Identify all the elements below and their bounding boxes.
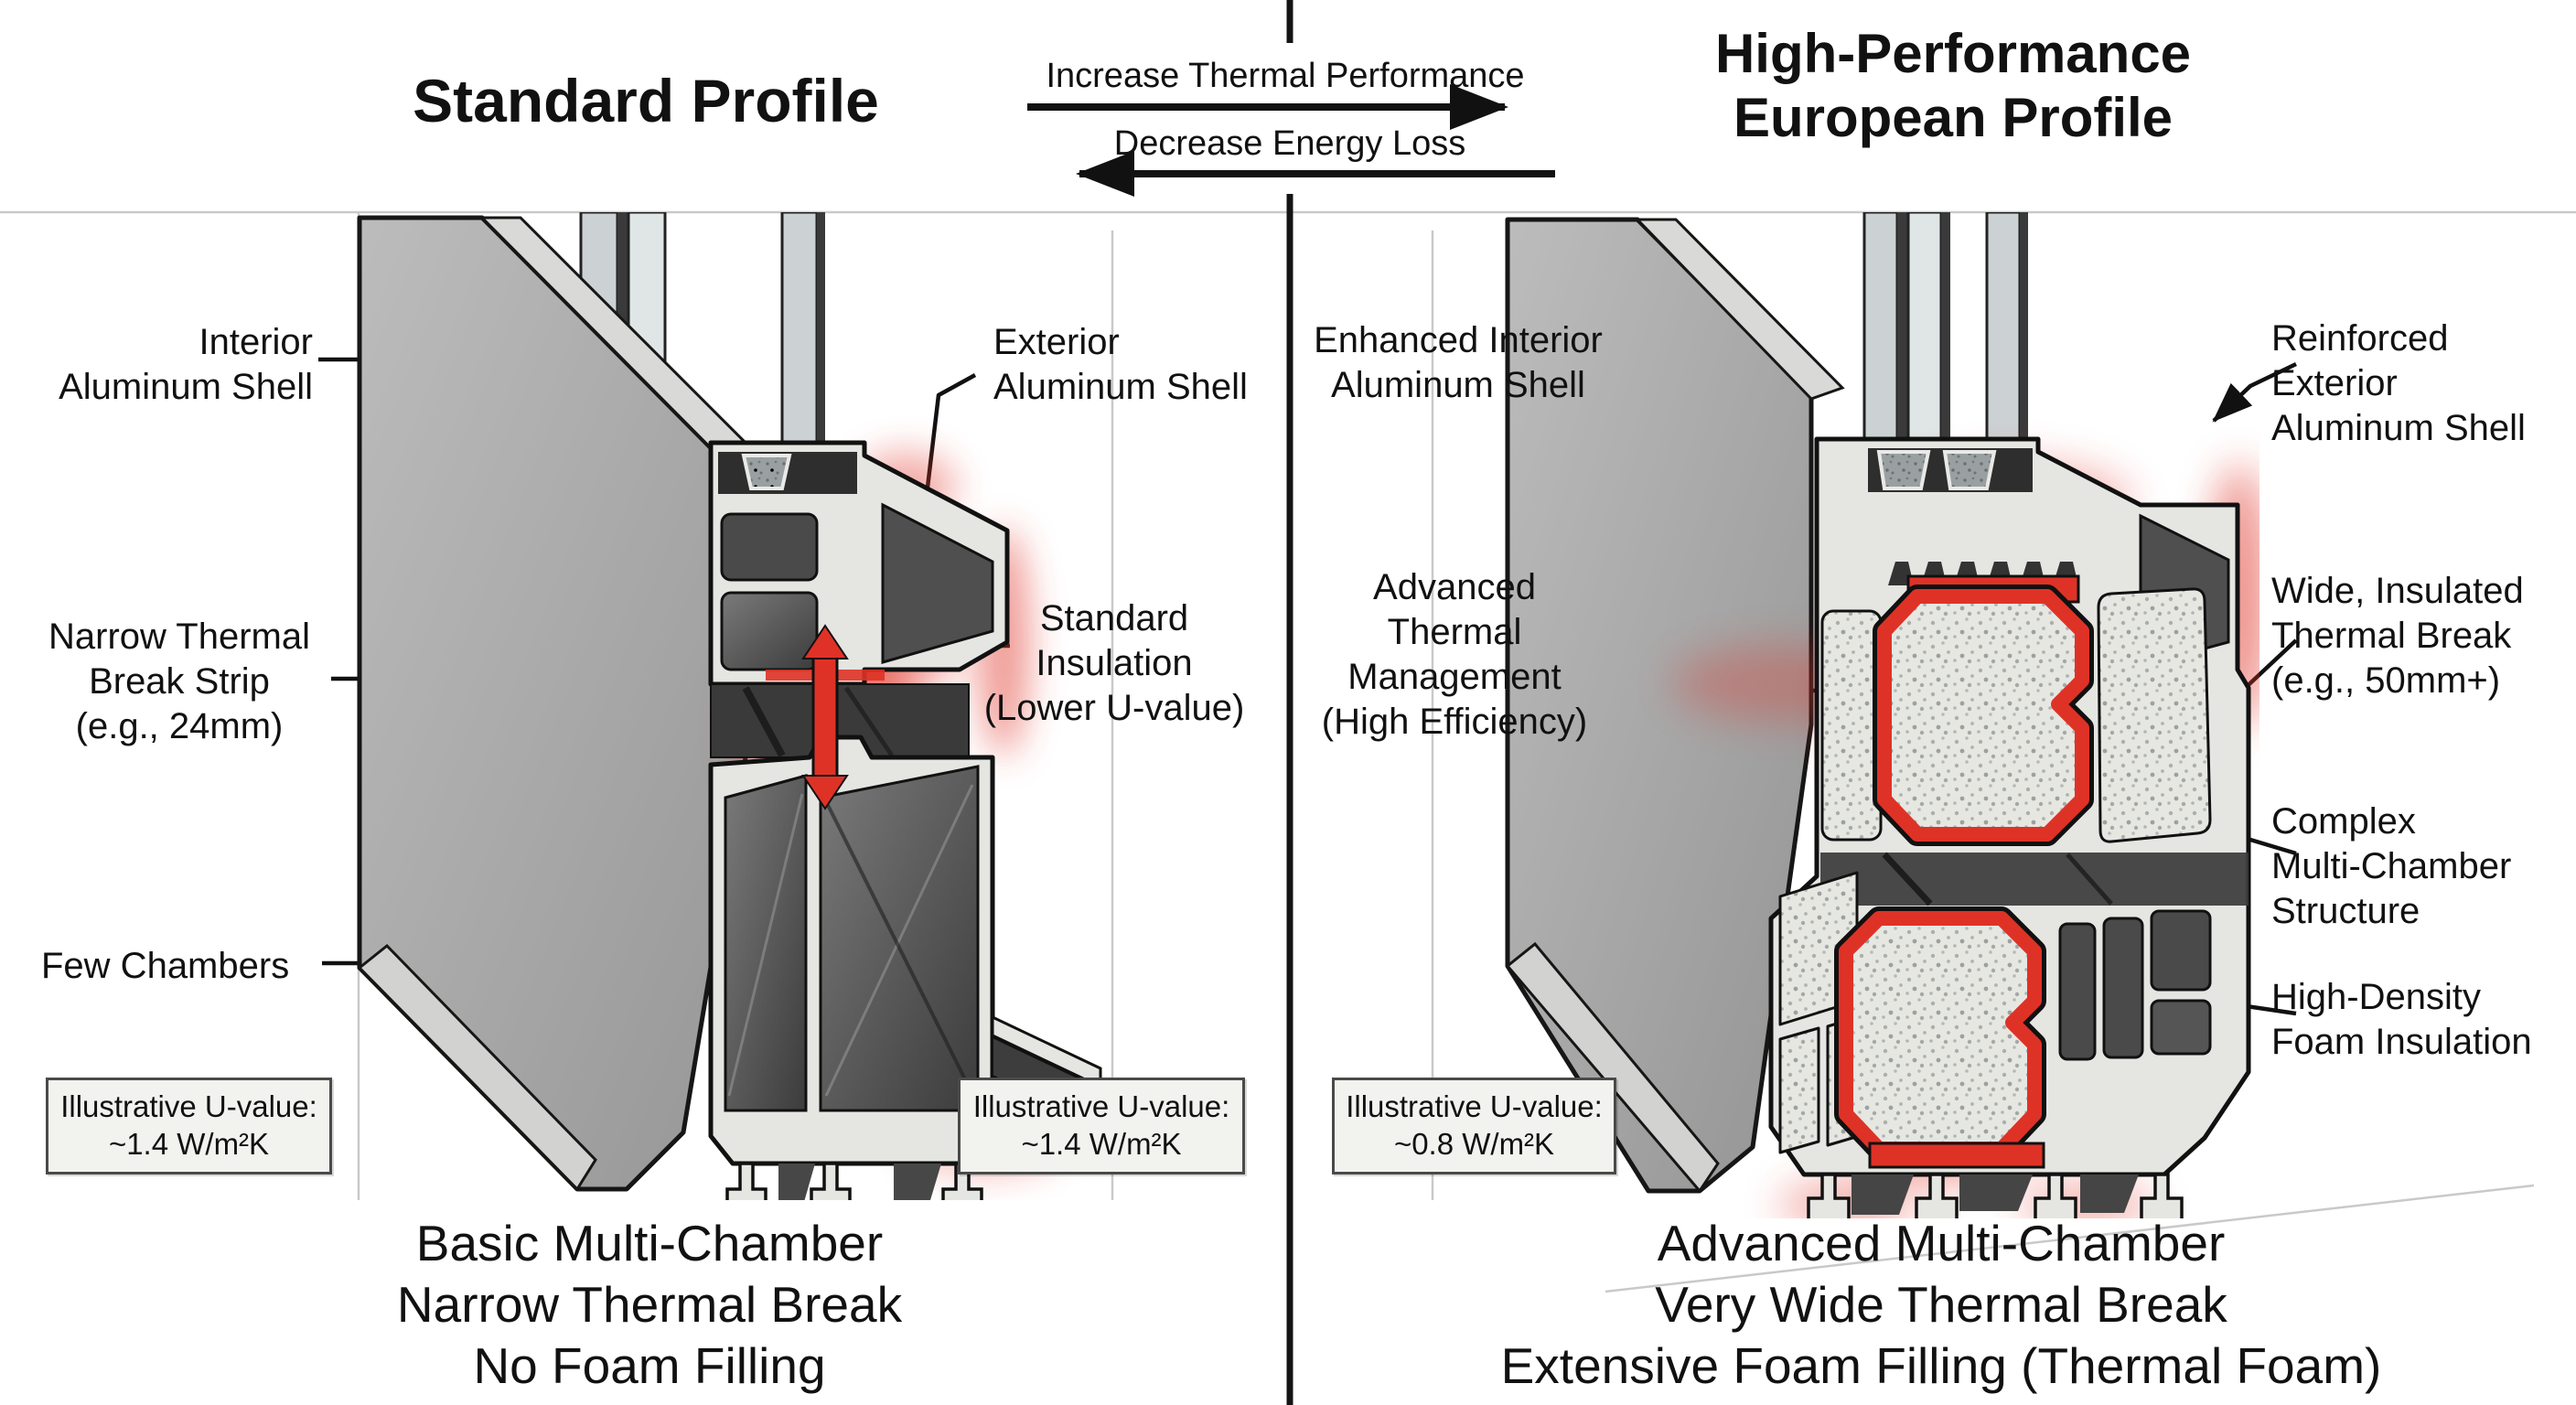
callout-exterior-shell-right [2212, 361, 2297, 423]
sash-section [708, 440, 1010, 687]
label-narrow-thermal-break: Narrow Thermal Break Strip (e.g., 24mm) [48, 617, 310, 746]
label-enhanced-interior-shell: Enhanced Interior Aluminum Shell [1314, 320, 1603, 405]
enhanced-interior-shell-slab [1505, 217, 1845, 1194]
label-interior-shell: Interior Aluminum Shell [59, 322, 313, 407]
joint-band [1820, 853, 2249, 906]
comparison-arrows [1027, 84, 1555, 197]
right-caption: Advanced Multi-Chamber Very Wide Thermal… [1500, 1215, 2382, 1394]
label-complex-multi-chamber: Complex Multi-Chamber Structure [2271, 801, 2512, 931]
standard-profile-illustration [357, 212, 1102, 1200]
label-few-chambers: Few Chambers [41, 946, 290, 986]
thermal-break-strip [766, 624, 885, 820]
foam-cell-upper-right [2097, 587, 2212, 843]
small-chambers-right [2058, 909, 2212, 1061]
wide-thermal-break-lower [1834, 906, 2046, 1169]
european-profile-illustration [1505, 212, 2259, 1218]
uvalue-box-middle: Illustrative U-value: ~1.4 W/m²K [958, 1078, 1245, 1174]
left-caption: Basic Multi-Chamber Narrow Thermal Break… [396, 1215, 903, 1394]
label-advanced-thermal-mgmt: Advanced Thermal Management (High Effici… [1321, 567, 1588, 742]
foam-cell-upper-left [1820, 609, 1883, 842]
label-exterior-shell: Exterior Aluminum Shell [993, 322, 1248, 407]
frame-feet [1807, 1173, 2184, 1218]
label-standard-insulation: Standard Insulation (Lower U-value) [983, 598, 1245, 728]
left-title: Standard Profile [413, 67, 879, 134]
frame-section [708, 735, 995, 1200]
uvalue-box-left: Illustrative U-value: ~1.4 W/m²K [46, 1078, 332, 1174]
interior-shell-slab [357, 215, 785, 1192]
label-reinforced-exterior-shell: Reinforced Exterior Aluminum Shell [2271, 318, 2526, 448]
decrease-arrow-label: Decrease Energy Loss [1113, 124, 1466, 163]
right-title: High-Performance European Profile [1714, 23, 2192, 148]
label-wide-thermal-break: Wide, Insulated Thermal Break (e.g., 50m… [2271, 571, 2524, 701]
wide-thermal-break-upper [1873, 574, 2094, 846]
uvalue-box-right: Illustrative U-value: ~0.8 W/m²K [1332, 1078, 1616, 1174]
increase-arrow-label: Increase Thermal Performance [1046, 57, 1525, 95]
label-high-density-foam: High-Density Foam Insulation [2271, 977, 2532, 1062]
